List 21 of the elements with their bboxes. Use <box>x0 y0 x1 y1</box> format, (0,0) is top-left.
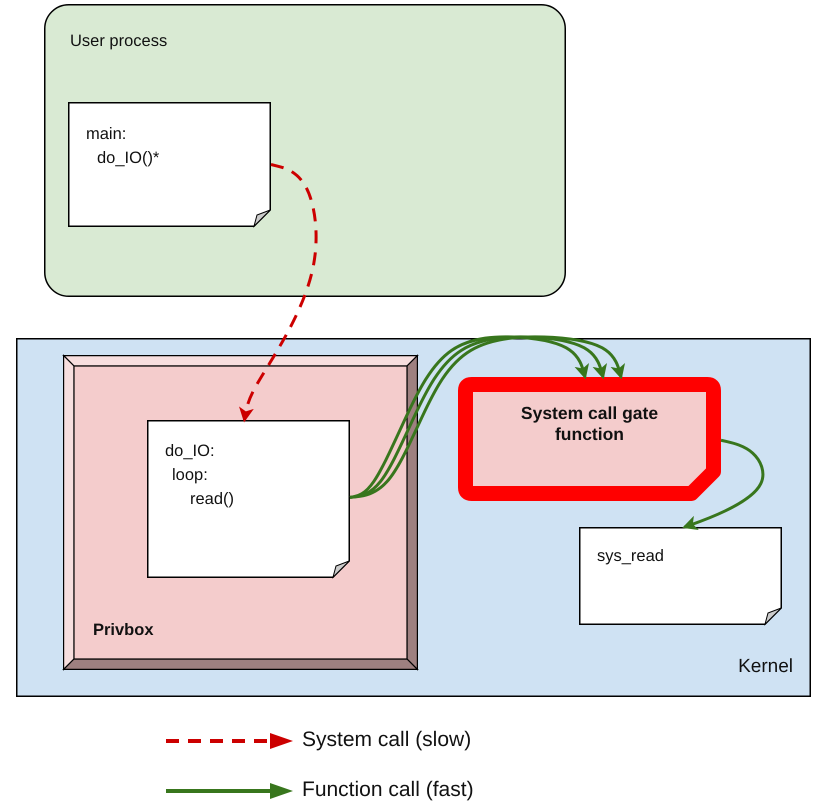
label-text: User process <box>70 32 168 52</box>
dashed-arrow <box>239 163 318 422</box>
arrow <box>682 438 764 530</box>
process-container <box>44 4 566 297</box>
label-text: Kernel <box>738 656 793 679</box>
kernel-container <box>16 338 811 697</box>
legend-text: System call (slow) <box>302 728 472 752</box>
label-text: main: <box>86 125 126 145</box>
label-text: Privbox <box>93 621 154 641</box>
label-text: do_IO()* <box>97 149 160 169</box>
label-text: loop: <box>172 466 208 486</box>
legend-text: Function call (fast) <box>302 778 474 802</box>
bevel-frame <box>63 355 418 670</box>
label-text: sys_read <box>597 547 664 567</box>
label-text: read() <box>190 490 234 510</box>
note-card <box>147 420 350 578</box>
note-card <box>579 527 782 625</box>
label-text: System call gate function <box>520 403 660 445</box>
gate-function-box <box>458 377 721 501</box>
note-card <box>68 102 271 227</box>
label-text: do_IO: <box>165 442 215 462</box>
